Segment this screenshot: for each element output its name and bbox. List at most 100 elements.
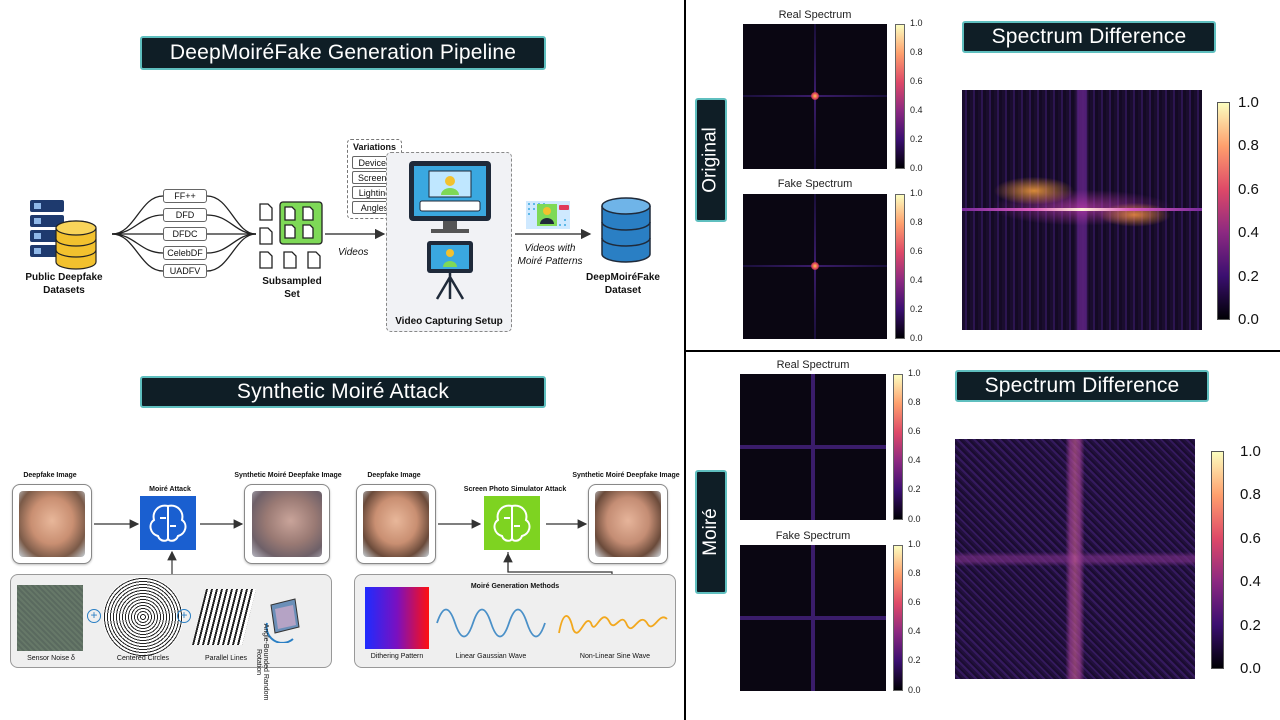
cbar-tick: 0.2: [910, 304, 923, 314]
dataset-pill: UADFV: [163, 264, 207, 278]
orig-real-spectrum-image: [743, 24, 887, 169]
b-out-label: Synthetic Moiré Deepfake Image: [572, 472, 680, 479]
videos-moire-label-1: Videos with: [524, 243, 576, 254]
dataset-pill: DFD: [163, 208, 207, 222]
brain-chip-green-icon: [484, 496, 540, 550]
nonlinear-wave-label: Non-Linear Sine Wave: [579, 653, 651, 660]
output-dataset-label-2: Dataset: [604, 285, 642, 296]
b-deepfake-label: Deepfake Image: [367, 472, 421, 479]
public-datasets-label-1: Public Deepfake: [25, 272, 103, 283]
colorbar-large: [1211, 451, 1224, 669]
cbar-large-tick: 0.4: [1240, 573, 1261, 590]
brain-chip-icon: [140, 496, 196, 550]
moire-side-label: Moiré: [695, 470, 727, 594]
b-methods-title: Moiré Generation Methods: [470, 583, 560, 590]
orig-fake-spectrum-image: [743, 194, 887, 339]
centered-circles-image: [103, 577, 183, 657]
colorbar-small: [893, 374, 903, 520]
sensor-noise-label: Sensor Noise δ: [27, 655, 75, 662]
videos-moire-label-2: Moiré Patterns: [517, 256, 583, 267]
a-deepfake-label: Deepfake Image: [23, 472, 77, 479]
cbar-large-tick: 0.2: [1238, 268, 1259, 285]
vertical-divider: [684, 0, 686, 720]
cbar-large-tick: 0.0: [1238, 311, 1259, 328]
orig-diff-heatmap: [962, 90, 1202, 330]
video-setup-label: Video Capturing Setup: [395, 316, 503, 327]
orig-fake-spectrum-title: Fake Spectrum: [777, 178, 853, 190]
cbar-tick: 0.8: [908, 568, 921, 578]
rotation-icon: [265, 598, 300, 643]
output-dataset-label-1: DeepMoiréFake: [586, 272, 660, 283]
moire-diff-title: Spectrum Difference: [955, 370, 1209, 402]
rotation-label: Angle-Bounded Random Rotation: [255, 623, 269, 701]
linear-wave-label: Linear Gaussian Wave: [455, 653, 527, 660]
a-output-image-frame: [244, 484, 330, 564]
cbar-large-tick: 1.0: [1238, 94, 1259, 111]
a-attack-label: Moiré Attack: [149, 486, 191, 493]
dithering-pattern-image: [365, 587, 429, 649]
dataset-pill: DFDC: [163, 227, 207, 241]
moire-fake-spectrum-title: Fake Spectrum: [775, 530, 851, 542]
cbar-tick: 0.6: [910, 76, 923, 86]
cbar-large-tick: 1.0: [1240, 443, 1261, 460]
moire-diff-heatmap: [955, 439, 1195, 679]
orig-diff-title: Spectrum Difference: [962, 21, 1216, 53]
cbar-tick: 1.0: [908, 539, 921, 549]
colorbar-small: [895, 194, 905, 339]
output-database-icon: [601, 197, 651, 263]
horizontal-divider: [684, 350, 1280, 352]
moire-text: Moiré: [700, 508, 722, 556]
moire-fake-spectrum-image: [740, 545, 886, 691]
nonlinear-wave-icon: [558, 615, 668, 634]
moire-real-spectrum-image: [740, 374, 886, 520]
b-methods-panel: Moiré Generation Methods Dithering Patte…: [354, 574, 676, 668]
b-deepfake-image-frame: [356, 484, 436, 564]
b-output-image-frame: [588, 484, 668, 564]
cbar-tick: 0.2: [908, 655, 921, 665]
cbar-tick: 0.8: [910, 47, 923, 57]
synthetic-title: Synthetic Moiré Attack: [140, 376, 546, 408]
cbar-tick: 0.6: [910, 246, 923, 256]
b-deepfake-face-image: [363, 491, 429, 557]
colorbar-large: [1217, 102, 1230, 320]
cbar-tick: 0.6: [908, 597, 921, 607]
subsampled-label-2: Set: [284, 289, 300, 300]
public-datasets-icon: [30, 200, 97, 270]
moire-video-icon: [526, 201, 570, 229]
cbar-tick: 0.0: [908, 685, 921, 695]
cbar-tick: 0.2: [910, 134, 923, 144]
linear-wave-icon: [436, 608, 546, 638]
orig-real-spectrum-title: Real Spectrum: [778, 9, 852, 21]
b-output-face-image: [595, 491, 661, 557]
camera-monitor-icon: [409, 161, 491, 300]
dither-label: Dithering Pattern: [370, 653, 424, 660]
centered-circles-label: Centered Circles: [116, 655, 170, 662]
cbar-large-tick: 0.6: [1240, 530, 1261, 547]
cbar-large-tick: 0.2: [1240, 617, 1261, 634]
moire-real-spectrum-title: Real Spectrum: [776, 359, 850, 371]
subsampled-files-icon: [259, 201, 323, 269]
cbar-tick: 0.0: [910, 333, 923, 343]
cbar-tick: 0.8: [910, 217, 923, 227]
cbar-tick: 1.0: [908, 368, 921, 378]
cbar-large-tick: 0.0: [1240, 660, 1261, 677]
a-arrows: [94, 519, 244, 578]
cbar-tick: 0.6: [908, 426, 921, 436]
cbar-tick: 0.4: [910, 275, 923, 285]
cbar-tick: 0.0: [908, 514, 921, 524]
cbar-tick: 0.0: [910, 163, 923, 173]
cbar-large-tick: 0.8: [1240, 486, 1261, 503]
original-text: Original: [700, 127, 722, 193]
subsampled-label-1: Subsampled: [262, 276, 322, 287]
cbar-large-tick: 0.8: [1238, 137, 1259, 154]
videos-label: Videos: [338, 247, 369, 258]
public-datasets-label-2: Datasets: [43, 285, 85, 296]
cbar-large-tick: 0.6: [1238, 181, 1259, 198]
cbar-tick: 0.4: [908, 626, 921, 636]
a-methods-panel: Sensor Noise δ + Centered Circles + Para…: [10, 574, 332, 700]
plus-icon: +: [177, 609, 191, 623]
pipeline-connectors: [111, 195, 592, 272]
a-output-face-image: [252, 491, 322, 557]
a-deepfake-image-frame: [12, 484, 92, 564]
cbar-tick: 0.4: [908, 455, 921, 465]
